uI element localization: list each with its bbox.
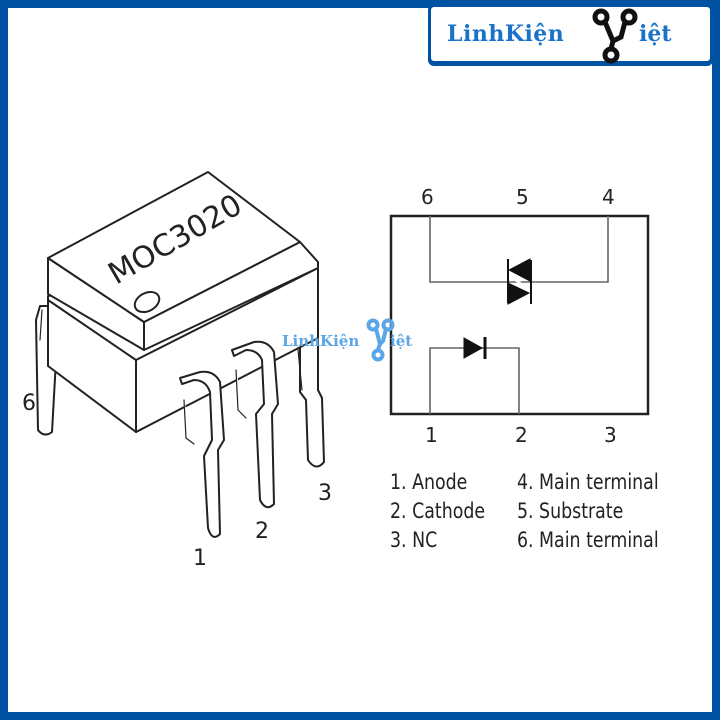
circuit-v-icon bbox=[592, 8, 638, 64]
legend-row: 3. NC 6. Main terminal bbox=[390, 528, 684, 557]
schematic-pin-5: 5 bbox=[516, 185, 529, 209]
legend-row: 2. Cathode 5. Substrate bbox=[390, 499, 684, 528]
schematic-pin-6: 6 bbox=[421, 185, 434, 209]
watermark-prefix: LinhKiện bbox=[282, 332, 360, 350]
schematic-pin-1: 1 bbox=[425, 423, 438, 447]
legend-pin-6: 6. Main terminal bbox=[516, 528, 659, 552]
brand-logo: LinhKiện iệt bbox=[428, 4, 713, 64]
legend-pin-3: 3. NC bbox=[390, 528, 438, 552]
pin-legend: 1. Anode 4. Main terminal 2. Cathode 5. … bbox=[390, 470, 710, 557]
watermark-circuit-icon bbox=[366, 318, 395, 362]
triac-icon bbox=[507, 258, 532, 305]
pinout-schematic: 6 5 4 1 2 3 bbox=[389, 185, 650, 447]
schematic-pin-4: 4 bbox=[602, 185, 615, 209]
chip-pin-label-3: 3 bbox=[318, 481, 332, 506]
schematic-pin-2: 2 bbox=[515, 423, 528, 447]
watermark-suffix: iệt bbox=[390, 332, 413, 350]
legend-pin-1: 1. Anode bbox=[390, 470, 468, 494]
led-diode-icon bbox=[463, 337, 487, 359]
chip-pin-label-6: 6 bbox=[22, 391, 36, 416]
pin1-dot-marker bbox=[133, 290, 161, 314]
legend-pin-5: 5. Substrate bbox=[516, 499, 624, 523]
chip-pin-label-1: 1 bbox=[193, 546, 207, 571]
brand-name-suffix: iệt bbox=[639, 21, 672, 47]
legend-pin-2: 2. Cathode bbox=[390, 499, 486, 523]
legend-pin-4: 4. Main terminal bbox=[516, 470, 659, 494]
legend-row: 1. Anode 4. Main terminal bbox=[390, 470, 684, 499]
chip-pin-label-2: 2 bbox=[255, 519, 269, 544]
schematic-pin-3: 3 bbox=[604, 423, 617, 447]
brand-name-prefix: LinhKiện bbox=[447, 21, 565, 47]
